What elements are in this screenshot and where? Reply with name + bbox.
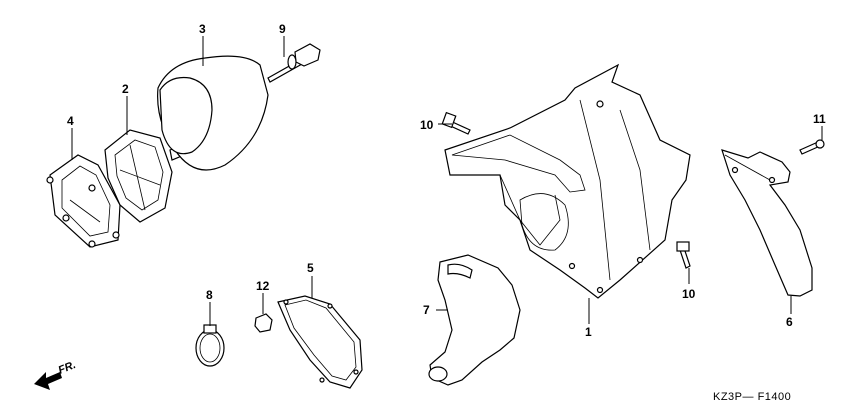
part-8-hose-band [195, 324, 225, 367]
part-1-air-cleaner-case [444, 63, 691, 299]
part-7-connecting-tube [428, 254, 521, 386]
callout-9: 9 [279, 22, 286, 36]
part-12-nut [254, 313, 273, 333]
callout-11: 11 [813, 112, 826, 126]
front-direction-arrow-icon [34, 372, 62, 390]
callout-1: 1 [585, 325, 592, 339]
callout-6: 6 [786, 315, 793, 329]
part-4-filter-cage [46, 154, 121, 248]
leader-lines [71, 36, 823, 326]
callout-4: 4 [67, 114, 74, 128]
callout-10-lower: 10 [682, 287, 696, 301]
callout-5: 5 [307, 261, 314, 275]
diagram-reference-code: KZ3P— F1400 [713, 391, 791, 403]
part-9-wing-bolt [267, 43, 321, 83]
callout-10-upper: 10 [420, 118, 434, 132]
part-11-screw [799, 139, 825, 155]
front-direction-label: FR. [57, 359, 78, 377]
part-10-bolt-lower [676, 241, 691, 269]
part-6-mud-guard [721, 149, 813, 297]
callout-2: 2 [122, 82, 129, 96]
callout-8: 8 [206, 288, 213, 302]
callout-3: 3 [199, 22, 206, 36]
part-5-gasket [277, 295, 363, 389]
callout-7: 7 [423, 303, 430, 317]
part-3-air-filter-element [157, 55, 269, 171]
callout-12: 12 [256, 279, 270, 293]
part-10-bolt-upper [441, 111, 471, 135]
